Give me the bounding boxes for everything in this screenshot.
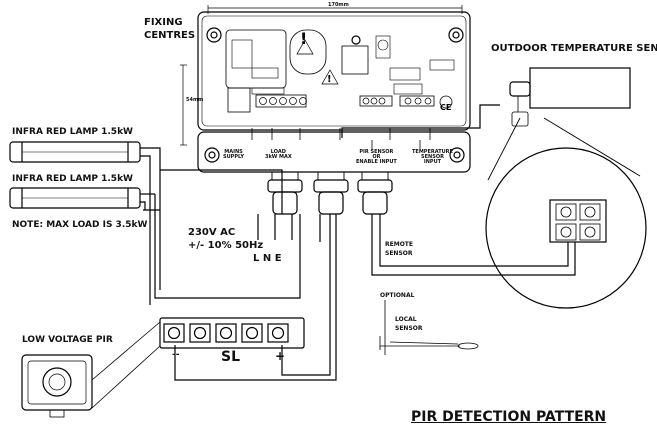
ir-lamp-1-label: INFRA RED LAMP 1.5kW bbox=[12, 127, 133, 137]
load-max-label: LOAD 3kW MAX bbox=[265, 149, 292, 160]
terminal-minus-label: -- bbox=[172, 350, 180, 360]
low-voltage-pir bbox=[21, 354, 93, 411]
svg-text:!: ! bbox=[300, 29, 307, 48]
supply-label: 230V AC +/- 10% 50Hz bbox=[188, 227, 264, 251]
local-sensor-label: LOCAL SENSOR bbox=[395, 316, 423, 332]
pir-terminal-block bbox=[159, 317, 305, 349]
optional-label: OPTIONAL bbox=[380, 292, 415, 299]
temp-sensor-input-label: TEMPERATURE SENSOR INPUT bbox=[412, 149, 453, 165]
svg-text:CE: CE bbox=[440, 103, 451, 112]
pir-detection-pattern-heading: PIR DETECTION PATTERN bbox=[411, 409, 607, 425]
lne-label: L N E bbox=[253, 253, 282, 264]
fixing-centres-label: FIXING CENTRES bbox=[144, 17, 196, 41]
dimension-width-label: 170mm bbox=[328, 2, 349, 8]
svg-text:!: ! bbox=[327, 74, 332, 85]
pir-sensor-input-label: PIR SENSOR OR ENABLE INPUT bbox=[356, 149, 397, 165]
outdoor-temperature-sensor bbox=[529, 67, 631, 109]
ir-lamp-2-label: INFRA RED LAMP 1.5kW bbox=[12, 174, 133, 184]
controller-housing bbox=[197, 11, 471, 131]
mains-supply-label: MAINS SUPPLY bbox=[223, 149, 245, 160]
outdoor-sensor-label: OUTDOOR TEMPERATURE SENSOR bbox=[491, 43, 657, 54]
ir-lamp-1 bbox=[9, 141, 141, 163]
dimension-height-label: 54mm bbox=[186, 97, 204, 103]
ir-lamp-2 bbox=[9, 187, 141, 209]
pir-detection-pattern bbox=[485, 147, 647, 309]
low-voltage-pir-label: LOW VOLTAGE PIR bbox=[22, 335, 113, 345]
terminal-plus-label: + bbox=[275, 349, 286, 363]
terminal-sl-label: SL bbox=[221, 349, 241, 365]
max-load-note: NOTE: MAX LOAD IS 3.5kW bbox=[12, 220, 148, 230]
remote-sensor-label: REMOTE SENSOR bbox=[385, 241, 413, 257]
